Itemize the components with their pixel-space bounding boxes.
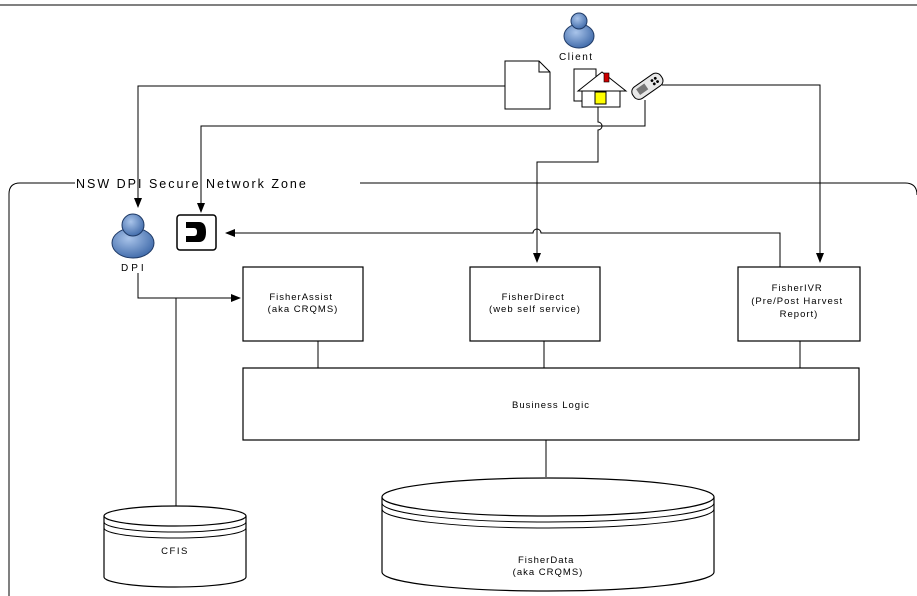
cfis-database	[103, 505, 247, 588]
fisherivr-box	[737, 266, 861, 342]
business-logic-box	[242, 367, 860, 441]
zone-label: NSW DPI Secure Network Zone	[76, 177, 308, 191]
connector-mobile-to-telephone	[197, 100, 646, 213]
fisherassist-label: FisherAssist (aka CRQMS)	[268, 292, 339, 315]
cfis-label: CFIS	[161, 546, 189, 557]
mobile-phone-icon	[631, 72, 664, 100]
connector-dpi-to-fisherassist	[137, 273, 241, 302]
fisherdata-label: FisherData (aka CRQMS)	[513, 555, 584, 578]
connector-mobile-to-fisherivr	[662, 84, 824, 263]
fisherivr-label: FisherIVR (Pre/Post Harvest Report)	[751, 283, 847, 320]
fisherassist-box	[242, 266, 364, 342]
fisherdata-database	[381, 477, 715, 592]
zone-boundary-left	[8, 182, 75, 596]
client-person-icon	[563, 12, 595, 49]
fisherdirect-label: FisherDirect (web self service)	[489, 292, 581, 315]
business-logic-label: Business Logic	[512, 400, 590, 411]
connector-house-to-fisherdirect	[533, 107, 603, 263]
zone-boundary-right	[360, 182, 917, 196]
dpi-person-icon	[111, 213, 155, 259]
connector-fisherivr-to-telephone	[225, 228, 781, 267]
fisherdirect-box	[469, 266, 601, 342]
connector-document-to-dpi	[134, 85, 505, 208]
telephone-icon	[176, 214, 217, 251]
dpi-label: DPI	[121, 263, 147, 274]
house-icon	[573, 68, 628, 108]
document-icon	[504, 60, 551, 110]
client-label: Client	[559, 52, 594, 63]
